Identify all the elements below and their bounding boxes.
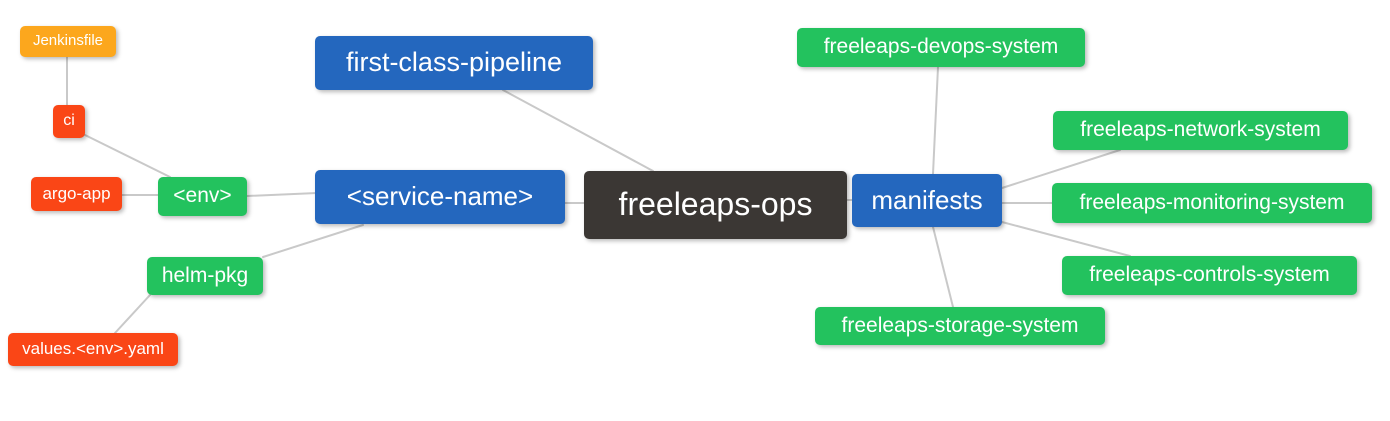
node-freeleaps-controls-system[interactable]: freeleaps-controls-system [1062,256,1357,295]
node-jenkinsfile[interactable]: Jenkinsfile [20,26,116,57]
node-env[interactable]: <env> [158,177,247,216]
edge-manifests-to-freeleaps-storage-system [932,226,954,308]
edge-manifests-to-freeleaps-devops-system [932,66,939,175]
node-freeleaps-ops[interactable]: freeleaps-ops [584,171,847,239]
edge-first-class-pipeline-to-freeleaps-ops [502,89,654,172]
node-ci[interactable]: ci [53,105,85,138]
node-argo-app[interactable]: argo-app [31,177,122,211]
node-manifests[interactable]: manifests [852,174,1002,227]
node-freeleaps-devops-system[interactable]: freeleaps-devops-system [797,28,1085,67]
node-freeleaps-network-system[interactable]: freeleaps-network-system [1053,111,1348,150]
edge-manifests-to-freeleaps-controls-system [1001,221,1131,257]
edge-helm-pkg-to-values-env-yaml [114,294,151,334]
node-values-env-yaml[interactable]: values.<env>.yaml [8,333,178,366]
edge-env-to-service-name [246,192,318,197]
node-helm-pkg[interactable]: helm-pkg [147,257,263,295]
node-freeleaps-storage-system[interactable]: freeleaps-storage-system [815,307,1105,345]
node-first-class-pipeline[interactable]: first-class-pipeline [315,36,593,90]
node-freeleaps-monitoring-system[interactable]: freeleaps-monitoring-system [1052,183,1372,223]
edge-manifests-to-freeleaps-network-system [1001,149,1121,189]
node-service-name[interactable]: <service-name> [315,170,565,224]
edge-ci-to-env [84,134,171,178]
edge-service-name-to-helm-pkg [262,224,364,258]
